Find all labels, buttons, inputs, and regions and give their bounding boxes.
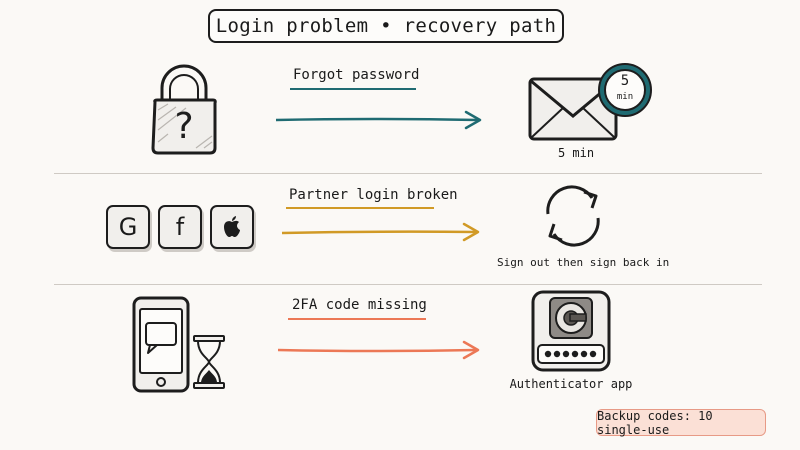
arrow-right-icon — [278, 222, 484, 246]
arrow-right-icon — [272, 110, 486, 134]
arrow-right-icon — [274, 340, 484, 364]
problem-label-2fa-code-missing: 2FA code missing — [292, 297, 427, 313]
row-divider — [54, 284, 762, 285]
apple-key-icon — [210, 205, 254, 249]
problem-label-forgot-password: Forgot password — [293, 67, 420, 83]
solution-caption-5-min: 5 min — [557, 146, 595, 160]
facebook-key-icon: f — [158, 205, 202, 249]
solution-caption-sign-out: Sign out then sign back in — [497, 256, 670, 269]
row-divider — [54, 173, 762, 174]
padlock-question-icon: ? — [146, 60, 222, 164]
timer-unit: min — [616, 92, 634, 102]
backup-codes-badge: Backup codes: 10 single-use — [596, 409, 766, 437]
authenticator-app-icon — [530, 289, 612, 377]
svg-text:?: ? — [174, 106, 193, 147]
label-underline — [286, 207, 434, 209]
problem-label-partner-login-broken: Partner login broken — [289, 187, 458, 203]
label-underline — [288, 318, 426, 320]
google-key-icon: G — [106, 205, 150, 249]
smartphone-chat-icon — [130, 295, 192, 399]
page-title: Login problem • recovery path — [208, 9, 564, 43]
refresh-icon — [538, 184, 608, 252]
hourglass-icon — [192, 334, 226, 394]
label-underline — [290, 88, 416, 90]
timer-value: 5 — [620, 73, 630, 89]
solution-caption-authenticator: Authenticator app — [509, 377, 633, 391]
timer-icon — [594, 62, 656, 122]
